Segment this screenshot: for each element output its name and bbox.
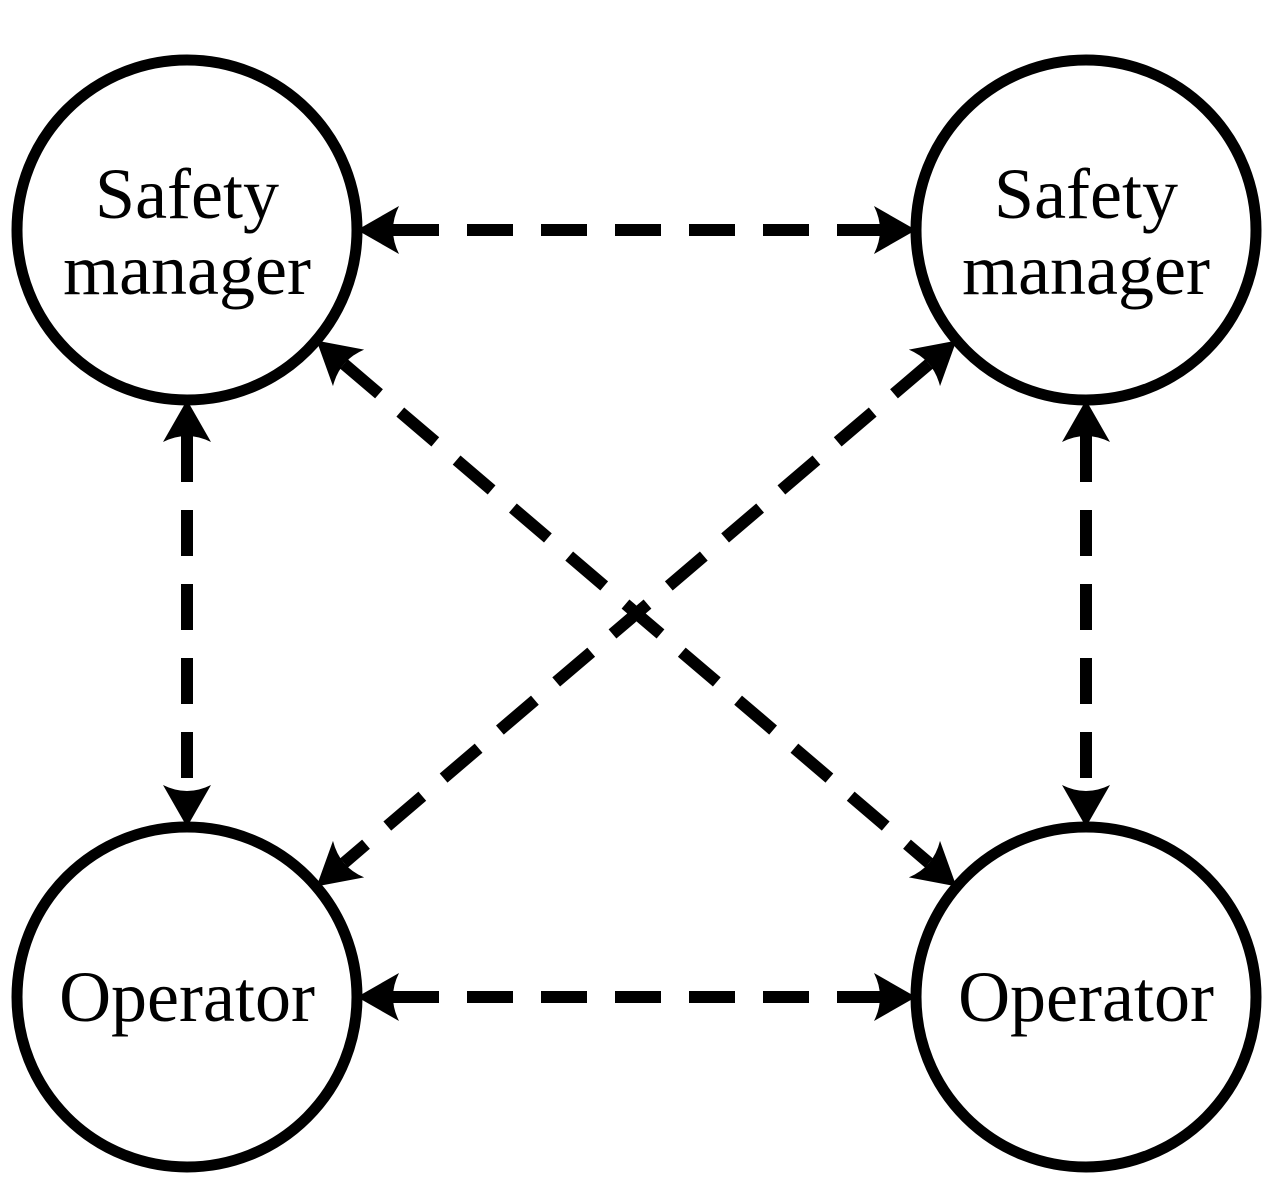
node-label-safety-manager-left: Safety manager — [63, 154, 311, 310]
node-label-safety-manager-right: Safety manager — [962, 154, 1210, 310]
node-label-operator-left: Operator — [59, 957, 315, 1037]
node-label-operator-right: Operator — [958, 957, 1214, 1037]
node-circle-operator-right — [910, 821, 1262, 1173]
edge-diagonal-rightmanager-leftoperator — [316, 340, 957, 887]
